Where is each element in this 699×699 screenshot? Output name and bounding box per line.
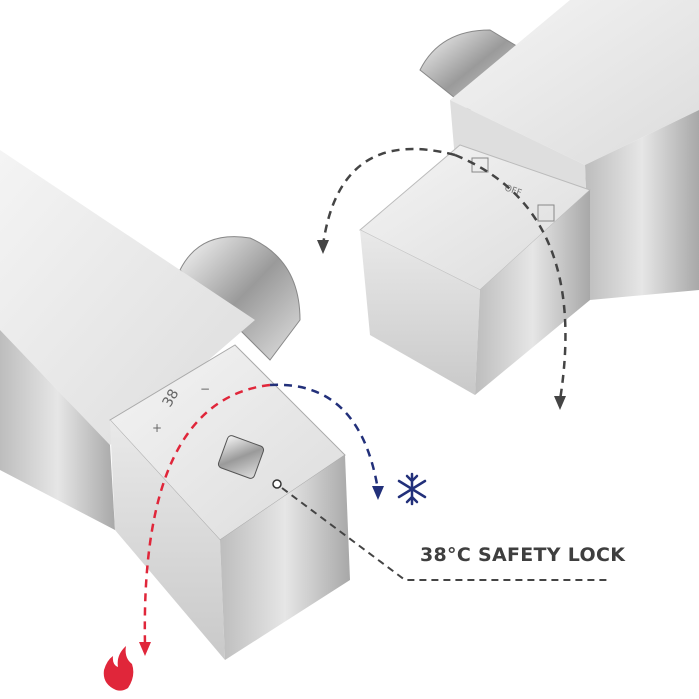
mode-icon-1	[471, 157, 489, 173]
cold-arrowhead	[372, 486, 384, 500]
temperature-marking: 38	[160, 387, 183, 410]
plus-marking: +	[152, 421, 162, 435]
hot-rotation-arrow	[143, 383, 271, 646]
left-valve-body	[0, 150, 350, 660]
gray-rotation-arrow-top	[321, 147, 456, 246]
safety-lock-label: 38°C SAFETY LOCK	[420, 544, 626, 566]
gray-rotation-arrow-bottom	[454, 153, 567, 401]
safety-lock-button	[217, 435, 265, 479]
snowflake-icon	[397, 472, 427, 506]
right-valve-body	[359, 0, 699, 395]
cold-rotation-arrow	[269, 383, 380, 491]
flame-icon	[103, 646, 134, 691]
minus-marking: −	[200, 382, 210, 396]
callout-dot	[272, 479, 282, 489]
mode-icon-2	[537, 204, 555, 222]
gray-arrowhead-top	[317, 240, 329, 254]
callout-leader-line	[281, 487, 610, 581]
hot-arrowhead	[139, 642, 151, 656]
gray-arrowhead-bottom	[554, 396, 566, 410]
